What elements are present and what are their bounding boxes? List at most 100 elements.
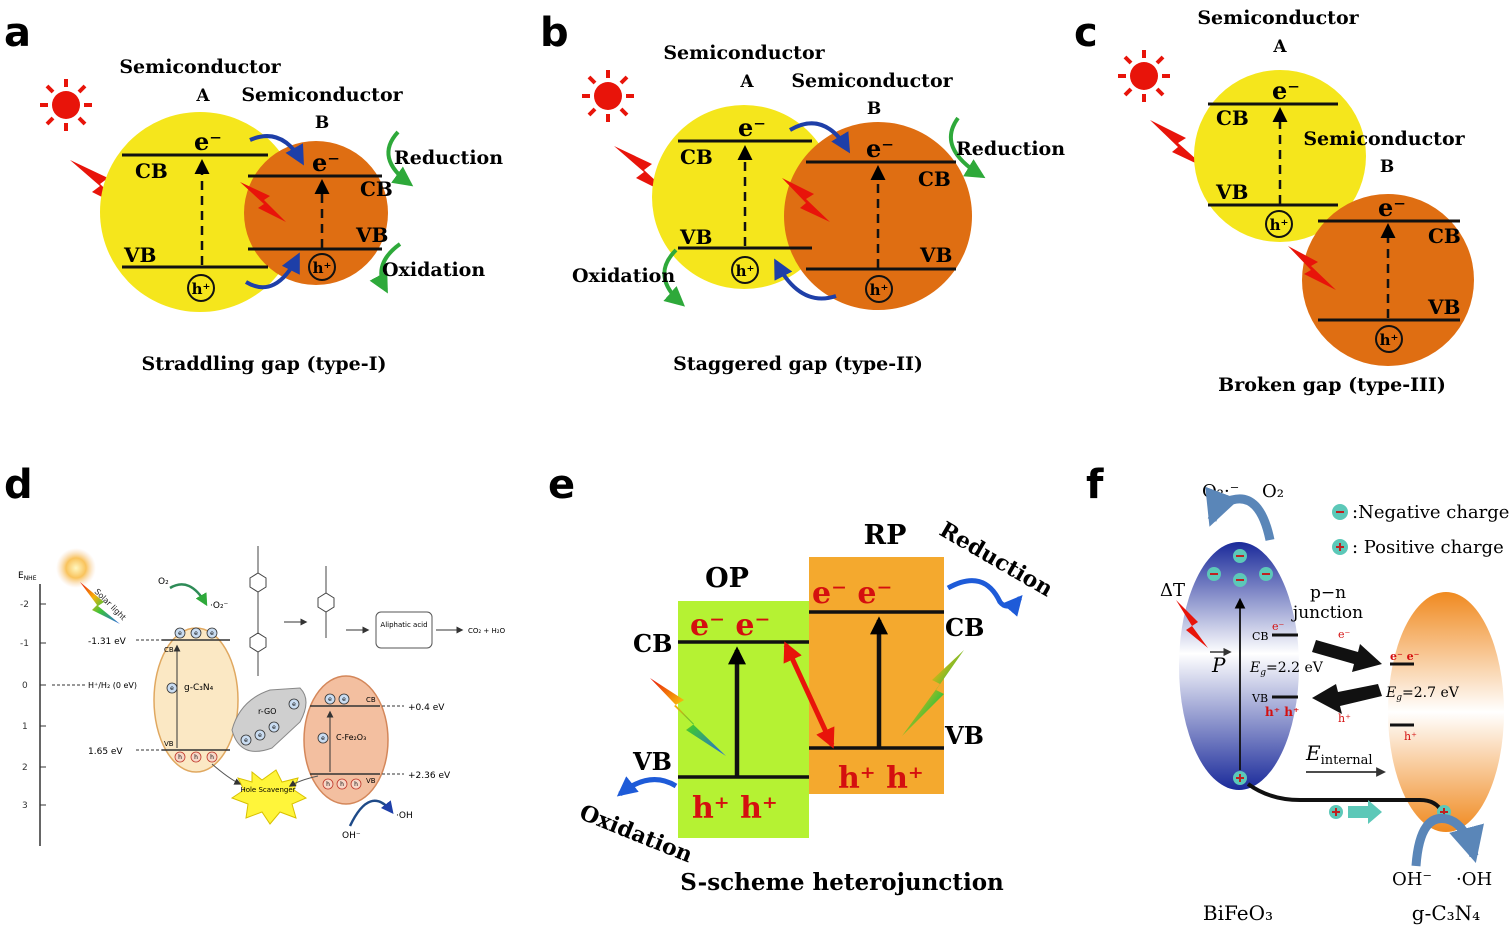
semi-a-label: Semiconductor: [1197, 7, 1359, 29]
caption-a: Straddling gap (type-I): [142, 353, 387, 375]
dye-molecule-icon: [249, 546, 335, 676]
gcn-label: g-C₃N₄: [184, 683, 214, 693]
electron-b: e⁻: [1378, 193, 1406, 222]
gcn-electrons: e⁻ e⁻: [1390, 650, 1420, 663]
polarization-label: P: [1211, 653, 1226, 677]
rp-label: RP: [864, 520, 907, 551]
bifeo3-cb-label: CB: [1252, 630, 1269, 643]
lightning-icon: [1150, 120, 1206, 168]
aliphatic-box: [375, 611, 433, 649]
vb-label-b: VB: [1427, 295, 1460, 319]
semi-a-label: Semiconductor: [663, 42, 825, 64]
semi-a-letter: A: [739, 72, 754, 92]
axis-label: ENHE: [18, 571, 37, 582]
oh-label: OH⁻: [1392, 869, 1432, 890]
electron-b: e⁻: [866, 134, 894, 163]
panel-letter-e: e: [548, 462, 575, 508]
fe2o3-vb-label: VB: [366, 777, 376, 785]
panel-letter-a: a: [4, 10, 31, 56]
scavenger-arrow-2: [288, 775, 319, 787]
conduction-wire: [1246, 782, 1444, 813]
fe2o3-electrons: e e e: [317, 693, 350, 744]
semi-b-letter: B: [1380, 157, 1394, 177]
fe-cb-level-label: +0.4 eV: [408, 703, 445, 713]
svg-text:e: e: [170, 685, 174, 692]
recombination-arrow: [783, 641, 835, 749]
hole-circle-a: [187, 274, 215, 302]
semi-a-label: Semiconductor: [119, 56, 281, 78]
lightning-icon-b: [782, 178, 830, 222]
cb-label-a: CB: [1216, 106, 1249, 130]
oxidation-arrow-b: [662, 248, 686, 307]
electron-a: e⁻: [738, 113, 766, 142]
bifeo3-eg-label: Eg=2.2 eV: [1249, 660, 1324, 678]
vb-label-rp: VB: [944, 721, 984, 750]
oh-oxidation-arrow: [348, 799, 394, 827]
bifeo3-vb-label: VB: [1251, 692, 1268, 705]
hole-scavenger-label: Hole Scavenger: [240, 786, 295, 794]
svg-text:e: e: [244, 737, 248, 744]
light-beam-icon-rp: [902, 650, 964, 736]
hole-transfer-arrow-a: [244, 252, 300, 290]
gcn-cb-label: CB: [164, 646, 174, 654]
light-beam-icon: [80, 582, 120, 624]
hole-circle-b: [865, 275, 893, 303]
hole-a: h⁺: [1270, 216, 1289, 234]
reduction-arrow-a: [386, 130, 414, 187]
aliphatic-label: Aliphatic acid: [380, 621, 427, 629]
gcn-eg-label: Eg=2.7 eV: [1385, 685, 1460, 703]
gcn-oval: [1388, 592, 1504, 832]
gcn-hole: h⁺: [1404, 730, 1417, 743]
svg-text:h: h: [178, 754, 182, 761]
rgo-sheet: [231, 687, 307, 752]
semi-b-letter: B: [315, 113, 329, 133]
pn-label-1: p−n: [1310, 583, 1346, 603]
rp-holes: h⁺ h⁺: [838, 761, 924, 796]
cb-level-label: -1.31 eV: [88, 637, 127, 647]
bifeo3-holes: h⁺ h⁺: [1265, 705, 1299, 719]
e-internal-label: Einternal: [1305, 741, 1373, 768]
negative-legend: :Negative charge: [1352, 502, 1509, 523]
bifeo3-label: BiFeO₃: [1203, 901, 1273, 925]
svg-text:e: e: [292, 701, 296, 708]
semi-b-label: Semiconductor: [241, 84, 403, 106]
light-beam-icon-op: [650, 678, 726, 756]
fe2o3-oval: [303, 675, 389, 805]
svg-text:h: h: [354, 781, 358, 788]
svg-text:e: e: [272, 724, 276, 731]
electron-b: e⁻: [312, 148, 340, 177]
hole-b: h⁺: [1380, 331, 1399, 349]
fe2o3-label: C-Fe₂O₃: [336, 733, 366, 742]
oh-radical-label: ·OH: [1456, 869, 1492, 890]
reduction-arrow-b: [948, 116, 986, 179]
bifeo3-electron: e⁻: [1272, 620, 1285, 633]
vb-label-a: VB: [123, 243, 156, 267]
op-holes: h⁺ h⁺: [692, 791, 778, 826]
panel-f: f :Negative charge : Positive charge O₂·…: [1086, 462, 1509, 925]
semi-b-letter: B: [867, 99, 881, 119]
panel-letter-c: c: [1074, 10, 1098, 56]
positive-legend: : Positive charge: [1352, 537, 1504, 558]
gcn-holes: h h h: [174, 751, 218, 763]
rgo-label: r-GO: [258, 707, 276, 716]
cb-label-b: CB: [918, 167, 951, 191]
svg-text:e: e: [210, 630, 214, 637]
sun-icon: [40, 79, 92, 131]
oxidation-arrow-a: [369, 242, 402, 294]
electron-a: e⁻: [1272, 76, 1300, 105]
reduction-arrow-e: [946, 578, 1023, 617]
oh-oxidation-arrow: [1411, 814, 1484, 867]
caption-c: Broken gap (type-III): [1218, 374, 1446, 396]
electron-flow-arrow: [1312, 640, 1382, 672]
panel-letter-d: d: [4, 462, 33, 508]
electron-flow-label: e⁻: [1338, 628, 1351, 641]
o2-radical-label: ·O₂⁻: [210, 601, 229, 611]
rgo-electrons: e e e e: [240, 698, 300, 746]
rp-electrons: e⁻ e⁻: [812, 576, 892, 611]
sun-icon: [582, 70, 634, 122]
lightning-icon-b: [240, 182, 286, 222]
panel-d: d ENHE -2 -1 0 1 2 3 Solar light H⁺/H₂ (…: [4, 462, 506, 846]
product-label: CO₂ + H₂O: [468, 627, 506, 635]
svg-text:1: 1: [22, 722, 28, 732]
cb-label-b: CB: [360, 177, 393, 201]
